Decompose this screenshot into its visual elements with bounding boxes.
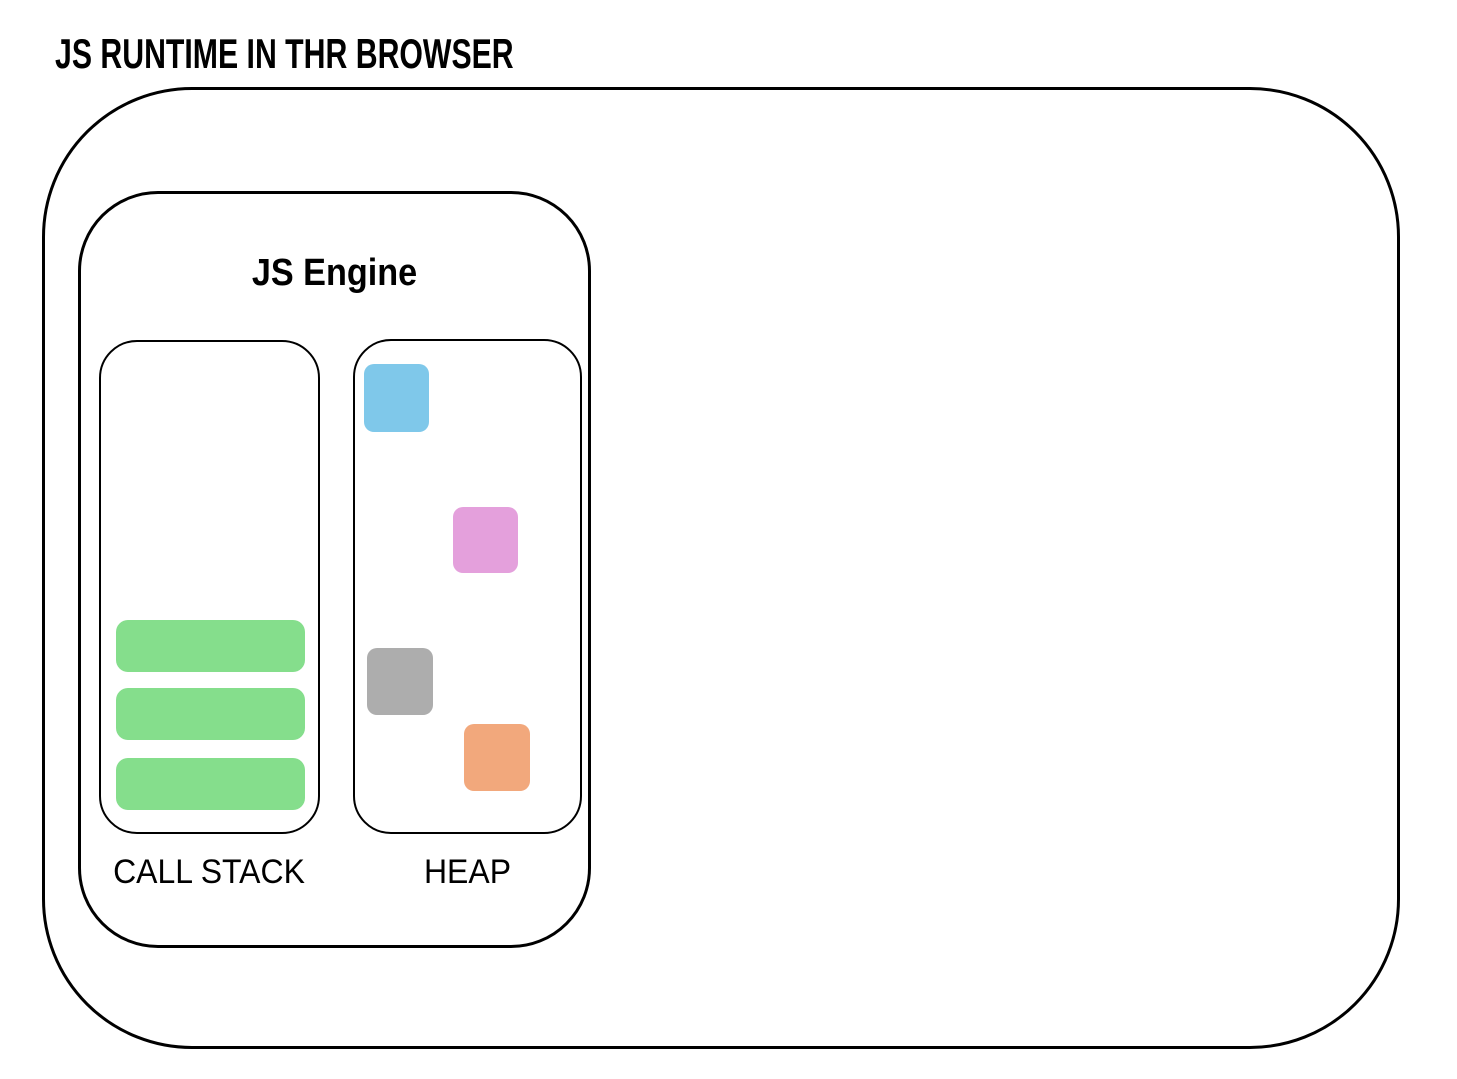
browser-runtime-box: JS Engine CALL STACK HEAP xyxy=(42,87,1400,1049)
stack-frame-3 xyxy=(116,758,305,810)
call-stack-label: CALL STACK xyxy=(113,853,305,891)
heap-object-gray xyxy=(367,648,433,715)
stack-frame-1 xyxy=(116,620,305,672)
js-engine-label: JS Engine xyxy=(251,252,418,294)
heap-object-blue xyxy=(364,364,429,432)
diagram-title: JS RUNTIME IN THR BROWSER xyxy=(55,30,514,77)
heap-box xyxy=(353,339,582,834)
heap-object-orange xyxy=(464,724,530,791)
js-engine-box: JS Engine CALL STACK HEAP xyxy=(78,191,591,948)
call-stack-box xyxy=(99,340,320,834)
heap-object-pink xyxy=(453,507,518,573)
heap-label: HEAP xyxy=(423,853,512,891)
stack-frame-2 xyxy=(116,688,305,740)
